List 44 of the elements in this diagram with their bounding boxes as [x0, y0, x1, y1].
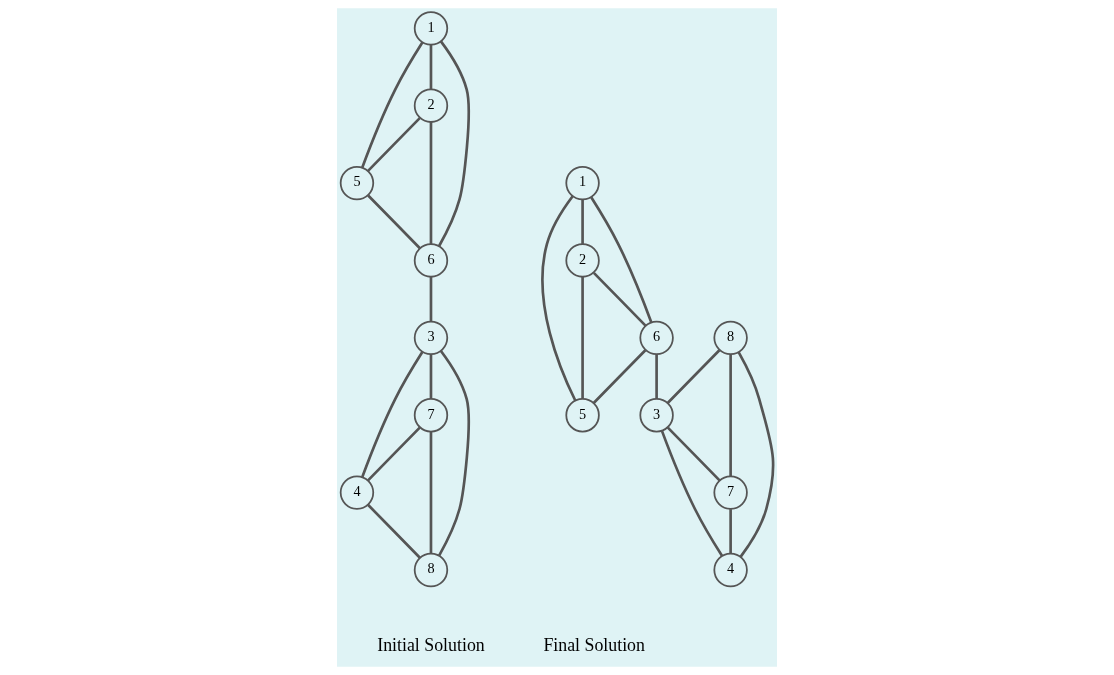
connector — [361, 351, 424, 478]
node-circle: 1 — [413, 11, 449, 46]
node-circle: 5 — [565, 398, 600, 433]
connector — [429, 354, 433, 399]
node-circle: 2 — [413, 88, 449, 123]
label: Final Solution — [543, 635, 645, 656]
node-circle: 7 — [413, 398, 449, 433]
connector — [590, 196, 653, 323]
node-circle: 8 — [413, 552, 449, 588]
node-circle: 6 — [639, 320, 674, 356]
connector — [655, 354, 658, 399]
connector — [729, 509, 732, 554]
connector — [429, 431, 433, 554]
connector — [592, 349, 647, 404]
node-circle: 3 — [413, 320, 449, 356]
node-circle: 1 — [565, 165, 600, 201]
connector — [437, 350, 471, 557]
node-circle: 2 — [565, 243, 600, 278]
connector — [429, 44, 433, 90]
connector — [429, 122, 433, 244]
label: Initial Solution — [377, 635, 485, 656]
connector — [361, 41, 424, 168]
connector — [737, 351, 775, 558]
node-circle: 4 — [339, 475, 375, 510]
connector — [367, 194, 421, 250]
connector — [541, 195, 577, 402]
connector — [666, 426, 721, 482]
connector — [666, 349, 721, 404]
node-circle: 4 — [713, 552, 748, 588]
connector — [367, 117, 421, 172]
node-circle: 7 — [713, 475, 748, 510]
node-circle: 5 — [339, 165, 375, 201]
connector — [367, 504, 421, 559]
node-circle: 8 — [713, 320, 748, 356]
connector — [437, 40, 471, 247]
connector — [660, 430, 724, 557]
connector — [592, 271, 647, 327]
connector — [429, 277, 433, 322]
connector — [729, 354, 732, 477]
node-circle: 3 — [639, 398, 674, 433]
node-circle: 6 — [413, 243, 449, 278]
connector — [367, 426, 421, 482]
connector — [581, 199, 584, 244]
connector — [581, 276, 584, 399]
